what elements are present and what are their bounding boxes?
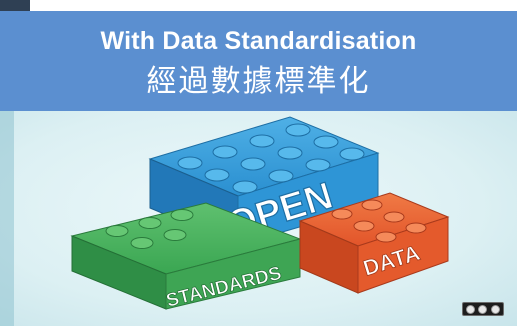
lego-illustration: OPEN STANDARDS [0,111,517,326]
standards-brick-studs [105,209,194,249]
share-alike-icon [491,304,501,314]
banner-title: With Data Standardisation [100,27,417,55]
open-brick-studs [177,123,365,194]
attribution-icon [478,304,488,314]
cc-icon [465,304,475,314]
banner-subtitle: 經過數據標準化 [146,64,371,99]
standards-brick: STANDARDS [70,202,302,312]
title-banner: With Data Standardisation 經過數據標準化 [0,11,517,111]
creative-commons-icon [462,302,504,316]
data-brick-studs [331,199,427,243]
window-corner [0,0,30,14]
scene-left-band [0,111,14,326]
